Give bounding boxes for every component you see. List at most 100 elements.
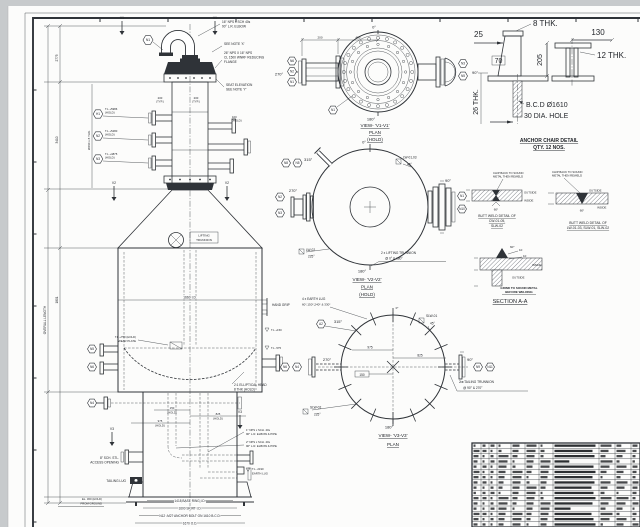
- table-cell-text: [490, 518, 494, 521]
- butt-weld-details: CHIP BACK TO SOUND METAL THEN REWELD OUT…: [466, 170, 609, 230]
- bolt-hole: [351, 94, 356, 98]
- weld-left-title: BUTT WELD DETAIL OF: [478, 214, 516, 218]
- table-cell-text: [512, 523, 521, 526]
- skirt-lug-tick: [409, 312, 416, 326]
- v3-tailing-note: 2 x TAILING TRUNNION @ 90° & 270°: [449, 374, 528, 392]
- skirt-lug-tick: [370, 312, 377, 326]
- head-label: 2:1 ELLIPTICAL HEAD 8 THK (HOLD): [231, 371, 267, 392]
- ground-level-note: EL. 300 (HOLD) FROM GROUND: [58, 497, 104, 507]
- tailing-lug: TAILING LUG: [106, 477, 142, 484]
- v3-slw-labels: SLW-01 45° SLW-02 225°: [302, 314, 437, 417]
- v2-270-nozzle: [290, 192, 314, 222]
- svg-text:CHIP BACK TO SOUND: CHIP BACK TO SOUND: [552, 170, 582, 174]
- table-cell-text: [512, 518, 522, 521]
- balloon-v2-90a: N1: [457, 191, 467, 201]
- svg-text:PLAN: PLAN: [387, 442, 399, 447]
- svg-text:2 x TAILING TRUNNION: 2 x TAILING TRUNNION: [459, 380, 495, 384]
- reducing-flange: [164, 62, 216, 74]
- balloon-n4: N4: [87, 396, 242, 410]
- anchor-chair-detail: 8 THK. 25 70 26 THK. B.C.D Ø1610 30 DIA.…: [473, 19, 626, 151]
- svg-text:90°: 90°: [445, 178, 451, 183]
- svg-text:(TYP.): (TYP.): [192, 100, 200, 104]
- skirt-lug-tick: [338, 344, 352, 351]
- svg-text:T.L -575: T.L -575: [271, 346, 281, 350]
- svg-text:EARTH LUG: EARTH LUG: [252, 472, 268, 476]
- bolt-hole: [351, 59, 354, 63]
- table-cell-text: [490, 465, 493, 468]
- chair-8thk: 8 THK.: [533, 19, 558, 28]
- table-cell-text: [473, 497, 479, 500]
- table-cell-text: [512, 481, 521, 484]
- balloon-v2-270b: N3: [275, 208, 285, 218]
- table-cell-text: [490, 507, 495, 510]
- svg-text:SEE NOTE 'Y': SEE NOTE 'Y': [226, 88, 247, 92]
- table-cell-text: [540, 502, 551, 505]
- table-cell-text: [482, 502, 485, 505]
- table-cell-text: [512, 512, 523, 516]
- table-cell-text: [482, 507, 485, 510]
- svg-text:225°: 225°: [314, 413, 321, 417]
- svg-text:GRIND TO SOUND METAL: GRIND TO SOUND METAL: [500, 286, 537, 290]
- bolt-hole: [376, 42, 380, 46]
- svg-text:60°,150°,240° & 330°: 60°,150°,240° & 330°: [302, 303, 331, 307]
- svg-text:8" SCH. STL.: 8" SCH. STL.: [100, 456, 119, 460]
- table-cell-text: [540, 497, 544, 500]
- elliptical-head: [123, 347, 257, 380]
- table-cell-text: [632, 497, 636, 500]
- balloon-v3-l2: N6: [280, 362, 290, 372]
- bolt-hole: [405, 53, 410, 57]
- table-cell-text: [616, 449, 626, 453]
- table-cell-text: [616, 502, 626, 505]
- table-cell-text: [482, 486, 485, 489]
- chair-70: 70: [495, 58, 503, 65]
- svg-text:V3: V3: [238, 410, 242, 414]
- table-cell-text: [554, 512, 592, 516]
- table-cell-text: [526, 481, 530, 484]
- svg-text:BEFORE WELDING: BEFORE WELDING: [505, 290, 533, 294]
- svg-text:4 x EARTH LUG: 4 x EARTH LUG: [302, 297, 326, 301]
- table-cell-text: [632, 518, 636, 521]
- svg-text:1418 BASE RING I.D.: 1418 BASE RING I.D.: [174, 499, 205, 503]
- bolt-hole: [357, 51, 360, 54]
- svg-text:8 THK (HOLD): 8 THK (HOLD): [234, 388, 255, 392]
- table-cell-text: [540, 476, 548, 479]
- table-cell-text: [473, 449, 480, 453]
- table-cell-text: [554, 455, 595, 458]
- svg-text:TAILING LUG: TAILING LUG: [106, 479, 126, 483]
- table-cell-text: [600, 449, 609, 453]
- table-cell-text: [632, 481, 639, 484]
- svg-text:N3: N3: [461, 62, 465, 66]
- bolt-hole: [367, 37, 371, 41]
- svg-text:(HOLD): (HOLD): [105, 155, 115, 159]
- section-marker-v3: V3 V3: [109, 410, 243, 446]
- table-cell-text: [482, 470, 485, 474]
- table-cell-text: [540, 486, 546, 489]
- table-cell-text: [498, 512, 506, 516]
- table-cell-text: [526, 518, 531, 521]
- table-cell-text: [498, 481, 504, 484]
- table-cell-text: [512, 507, 515, 510]
- table-cell-text: [512, 470, 523, 474]
- table-cell-text: [482, 465, 487, 468]
- svg-text:N5: N5: [461, 74, 465, 78]
- svg-text:16" NPS x SCH 40s: 16" NPS x SCH 40s: [222, 20, 251, 24]
- table-cell-text: [616, 497, 629, 500]
- svg-text:WEAR PLATE: WEAR PLATE: [118, 339, 136, 343]
- table-cell-text: [482, 512, 487, 516]
- table-cell-text: [540, 465, 550, 468]
- wear-plate: T.L +750 (HOLD) WEAR PLATE: [115, 335, 183, 350]
- table-cell-text: [512, 465, 516, 468]
- svg-text:N1: N1: [146, 38, 150, 42]
- bolt-hole: [376, 98, 380, 102]
- svg-text:45°: 45°: [430, 322, 436, 326]
- table-cell-text: [512, 449, 519, 453]
- table-cell-text: [632, 502, 639, 505]
- svg-text:10: 10: [523, 254, 527, 258]
- table-cell-text: [473, 518, 479, 521]
- top-notes: 16" NPS x SCH 40s 90° L.R. ELBOW SEE NOT…: [197, 20, 265, 92]
- table-cell-text: [554, 460, 570, 463]
- bolt-hole: [367, 103, 371, 107]
- svg-text:LW-01,03: LW-01,03: [403, 156, 417, 160]
- table-cell-text: [490, 476, 493, 479]
